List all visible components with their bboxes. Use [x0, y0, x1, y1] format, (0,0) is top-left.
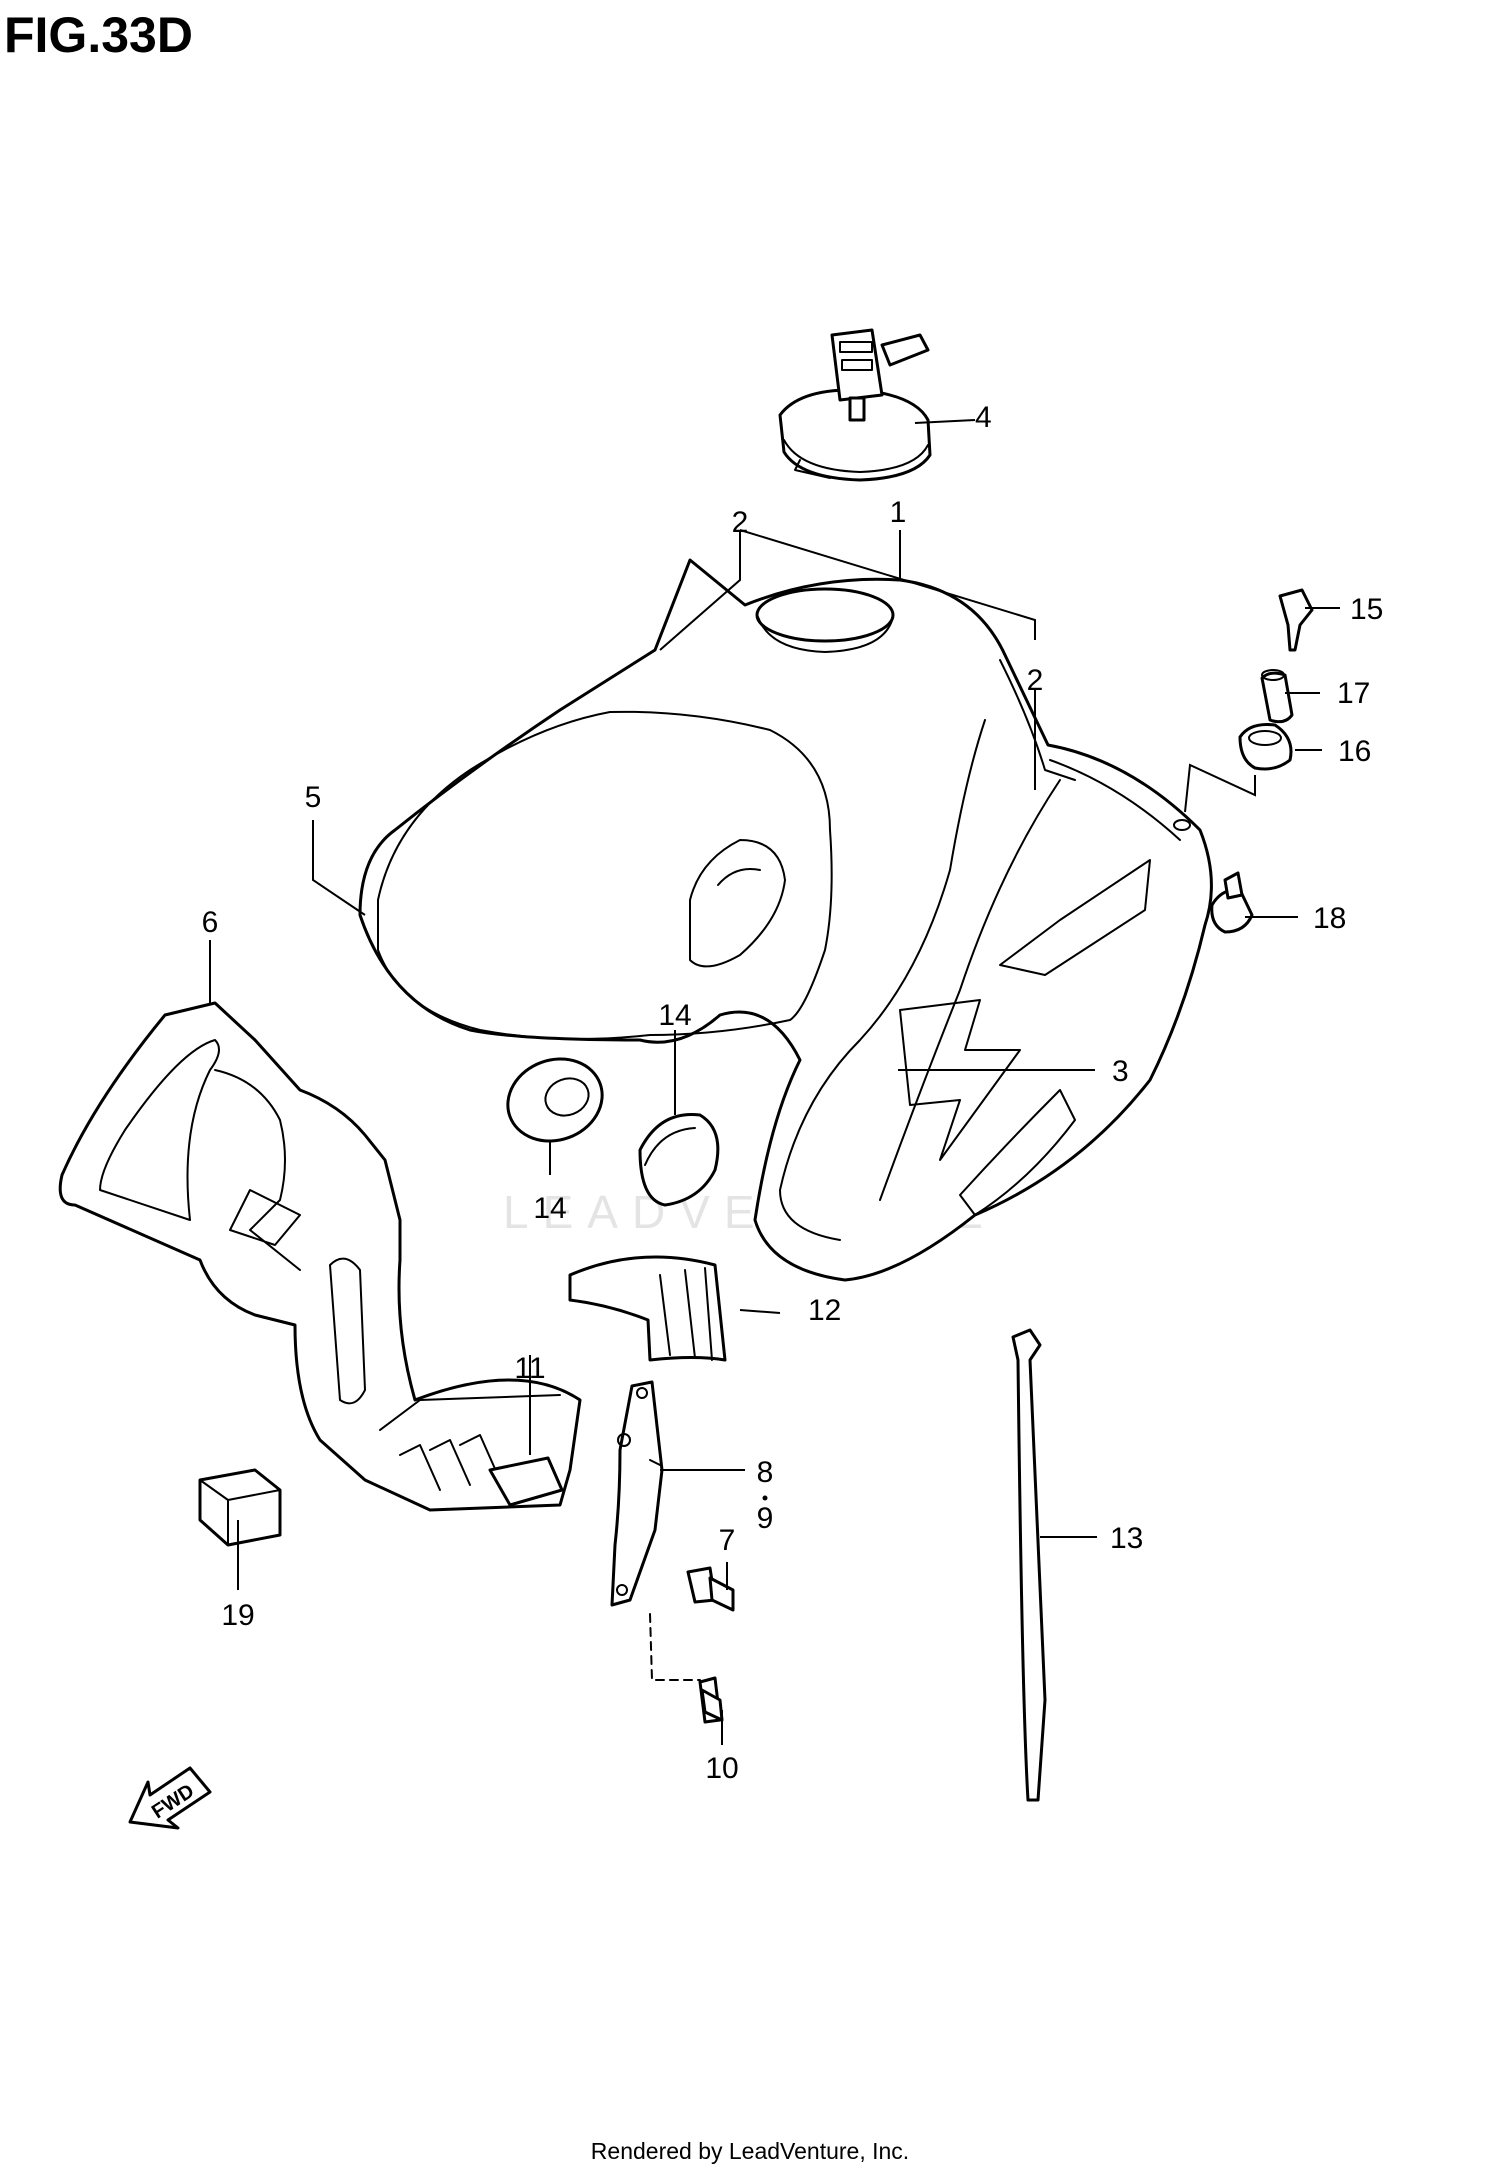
cushion-lower: [638, 1112, 720, 1207]
callout-4: 4: [975, 401, 992, 434]
callout-18: 18: [1313, 902, 1346, 935]
callout-2-right: 2: [1027, 664, 1044, 697]
bolt-15: [1278, 588, 1314, 652]
callout-12: 12: [808, 1294, 841, 1327]
bracket: [610, 1380, 664, 1607]
footer-credit: Rendered by LeadVenture, Inc.: [590, 2138, 910, 2164]
callout-16: 16: [1338, 735, 1371, 768]
fuel-tank: [358, 558, 1213, 1282]
callout-14-lower: 14: [533, 1192, 566, 1225]
callout-10: 10: [705, 1752, 738, 1785]
fuel-cap: [778, 328, 932, 482]
frame-cover-left: [58, 1001, 582, 1512]
bolt-7: [686, 1566, 735, 1612]
cushion-18: [1210, 871, 1254, 934]
collar-17: [1260, 669, 1294, 724]
callout-6: 6: [202, 906, 219, 939]
cable-tie: [1011, 1328, 1047, 1802]
callout-13: 13: [1110, 1522, 1143, 1555]
callout-1: 1: [890, 496, 907, 529]
leader-lines: [209, 419, 1340, 1745]
callout-19: 19: [221, 1599, 254, 1632]
callout-15: 15: [1350, 593, 1383, 626]
callout-14-upper: 14: [658, 999, 691, 1032]
callout-2-left: 2: [732, 506, 749, 539]
callout-3: 3: [1112, 1055, 1129, 1088]
cushion-upper: [506, 1057, 604, 1143]
callout-7: 7: [719, 1524, 736, 1557]
fwd-arrow-icon: FWD: [128, 1766, 212, 1830]
callout-labels: 1 2 2 3 4 5 6 7 8 9 10 11 12 13 14 14 15…: [202, 401, 1384, 1785]
figure-title: FIG.33D: [4, 7, 193, 63]
callout-5: 5: [305, 781, 322, 814]
block-19: [198, 1468, 282, 1547]
callout-17: 17: [1337, 677, 1370, 710]
grommet-16: [1238, 723, 1293, 771]
bolt-10: [649, 1613, 724, 1724]
callout-separator-dot: [762, 1495, 768, 1501]
callout-8: 8: [757, 1456, 774, 1489]
tank-rubber: [568, 1255, 727, 1362]
callout-9: 9: [757, 1502, 774, 1535]
callout-11: 11: [514, 1352, 545, 1385]
